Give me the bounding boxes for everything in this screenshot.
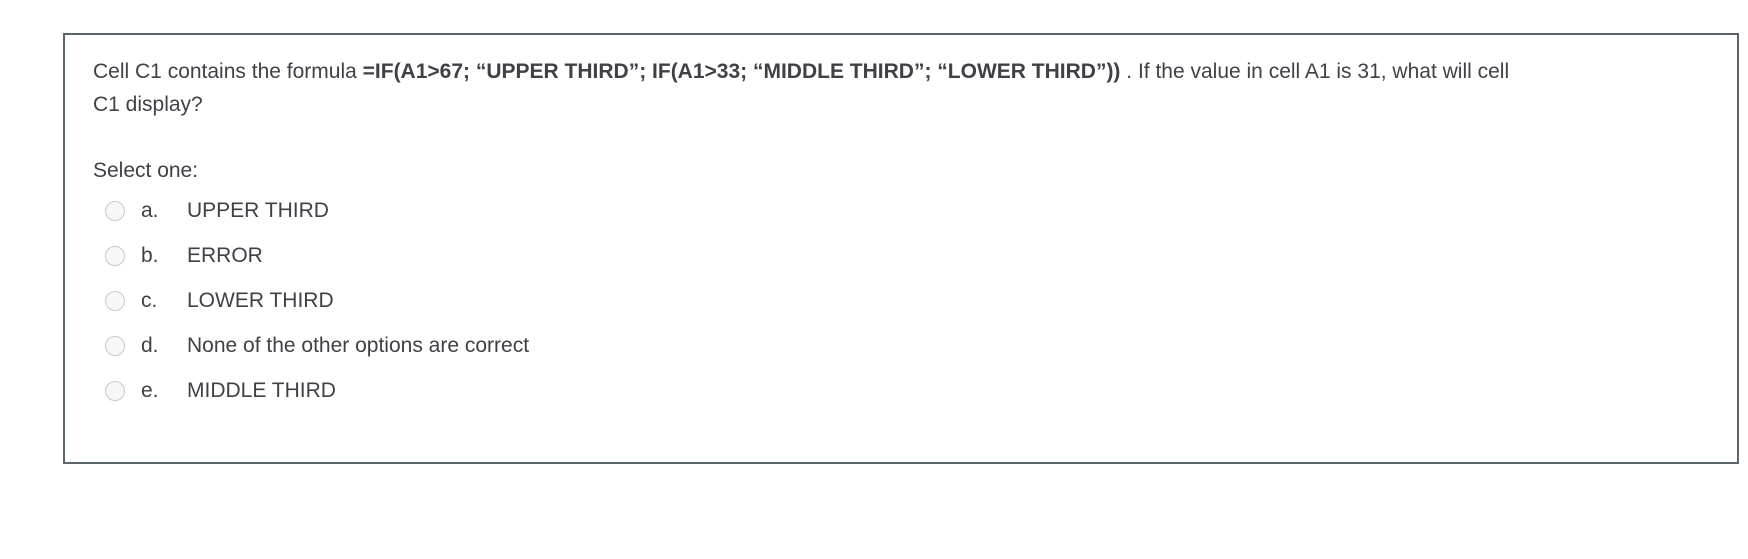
select-one-label: Select one: [93,159,199,182]
radio-button-icon[interactable] [105,201,125,221]
question-container: Cell C1 contains the formula =IF(A1>67; … [63,33,1739,464]
option-letter: a. [141,199,159,222]
option-label: UPPER THIRD [187,199,329,222]
radio-button-icon[interactable] [105,291,125,311]
radio-button-icon[interactable] [105,246,125,266]
option-label: ERROR [187,244,263,267]
option-letter: d. [141,334,159,357]
question-formula: =IF(A1>67; “UPPER THIRD”; IF(A1>33; “MID… [362,60,1121,83]
answer-option-d[interactable]: d. None of the other options are correct [105,334,1709,358]
answer-option-e[interactable]: e. MIDDLE THIRD [105,379,1709,403]
option-label: MIDDLE THIRD [187,379,336,402]
question-text-after: . If the value in cell A1 is 31, what wi… [93,60,1510,116]
answer-option-b[interactable]: b. ERROR [105,244,1709,268]
option-letter: c. [141,289,158,312]
question-text: Cell C1 contains the formula =IF(A1>67; … [93,55,1533,121]
radio-button-icon[interactable] [105,381,125,401]
option-letter: e. [141,379,159,402]
options-list: a. UPPER THIRD b. ERROR c. LOWER THIRD d… [93,199,1709,424]
option-label: LOWER THIRD [187,289,334,312]
option-label: None of the other options are correct [187,334,530,357]
radio-button-icon[interactable] [105,336,125,356]
question-text-before: Cell C1 contains the formula [93,60,363,83]
answer-option-a[interactable]: a. UPPER THIRD [105,199,1709,223]
option-letter: b. [141,244,159,267]
answer-option-c[interactable]: c. LOWER THIRD [105,289,1709,313]
